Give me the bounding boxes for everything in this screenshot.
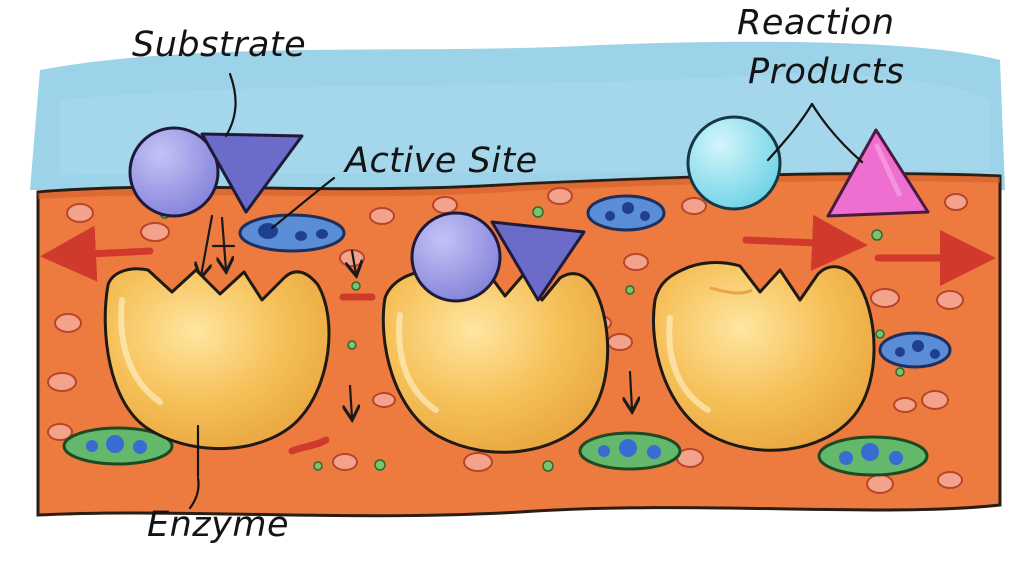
label-substrate: Substrate	[132, 25, 307, 65]
blue-blob-1	[238, 213, 346, 253]
blue-blob-3	[878, 331, 952, 369]
product-triangle	[826, 128, 930, 218]
red-arrows	[40, 214, 996, 455]
green-blob-3	[817, 435, 929, 477]
product-circle	[686, 115, 782, 211]
leader-lines	[188, 72, 864, 510]
label-reaction-products-line2: Products	[748, 52, 905, 92]
pink-ovals	[47, 179, 968, 494]
enzyme-1	[103, 267, 331, 451]
green-blob-1	[62, 426, 174, 466]
blue-blob-2	[586, 194, 666, 232]
green-blob-2	[578, 431, 682, 471]
black-arrows	[201, 214, 632, 418]
substrate-pair-bound	[410, 211, 586, 303]
label-reaction-products-line1: Reaction	[737, 3, 895, 43]
label-enzyme: Enzyme	[147, 505, 290, 545]
substrate-pair-free	[128, 126, 304, 218]
enzyme-3	[651, 261, 876, 452]
label-active-site: Active Site	[345, 141, 538, 181]
